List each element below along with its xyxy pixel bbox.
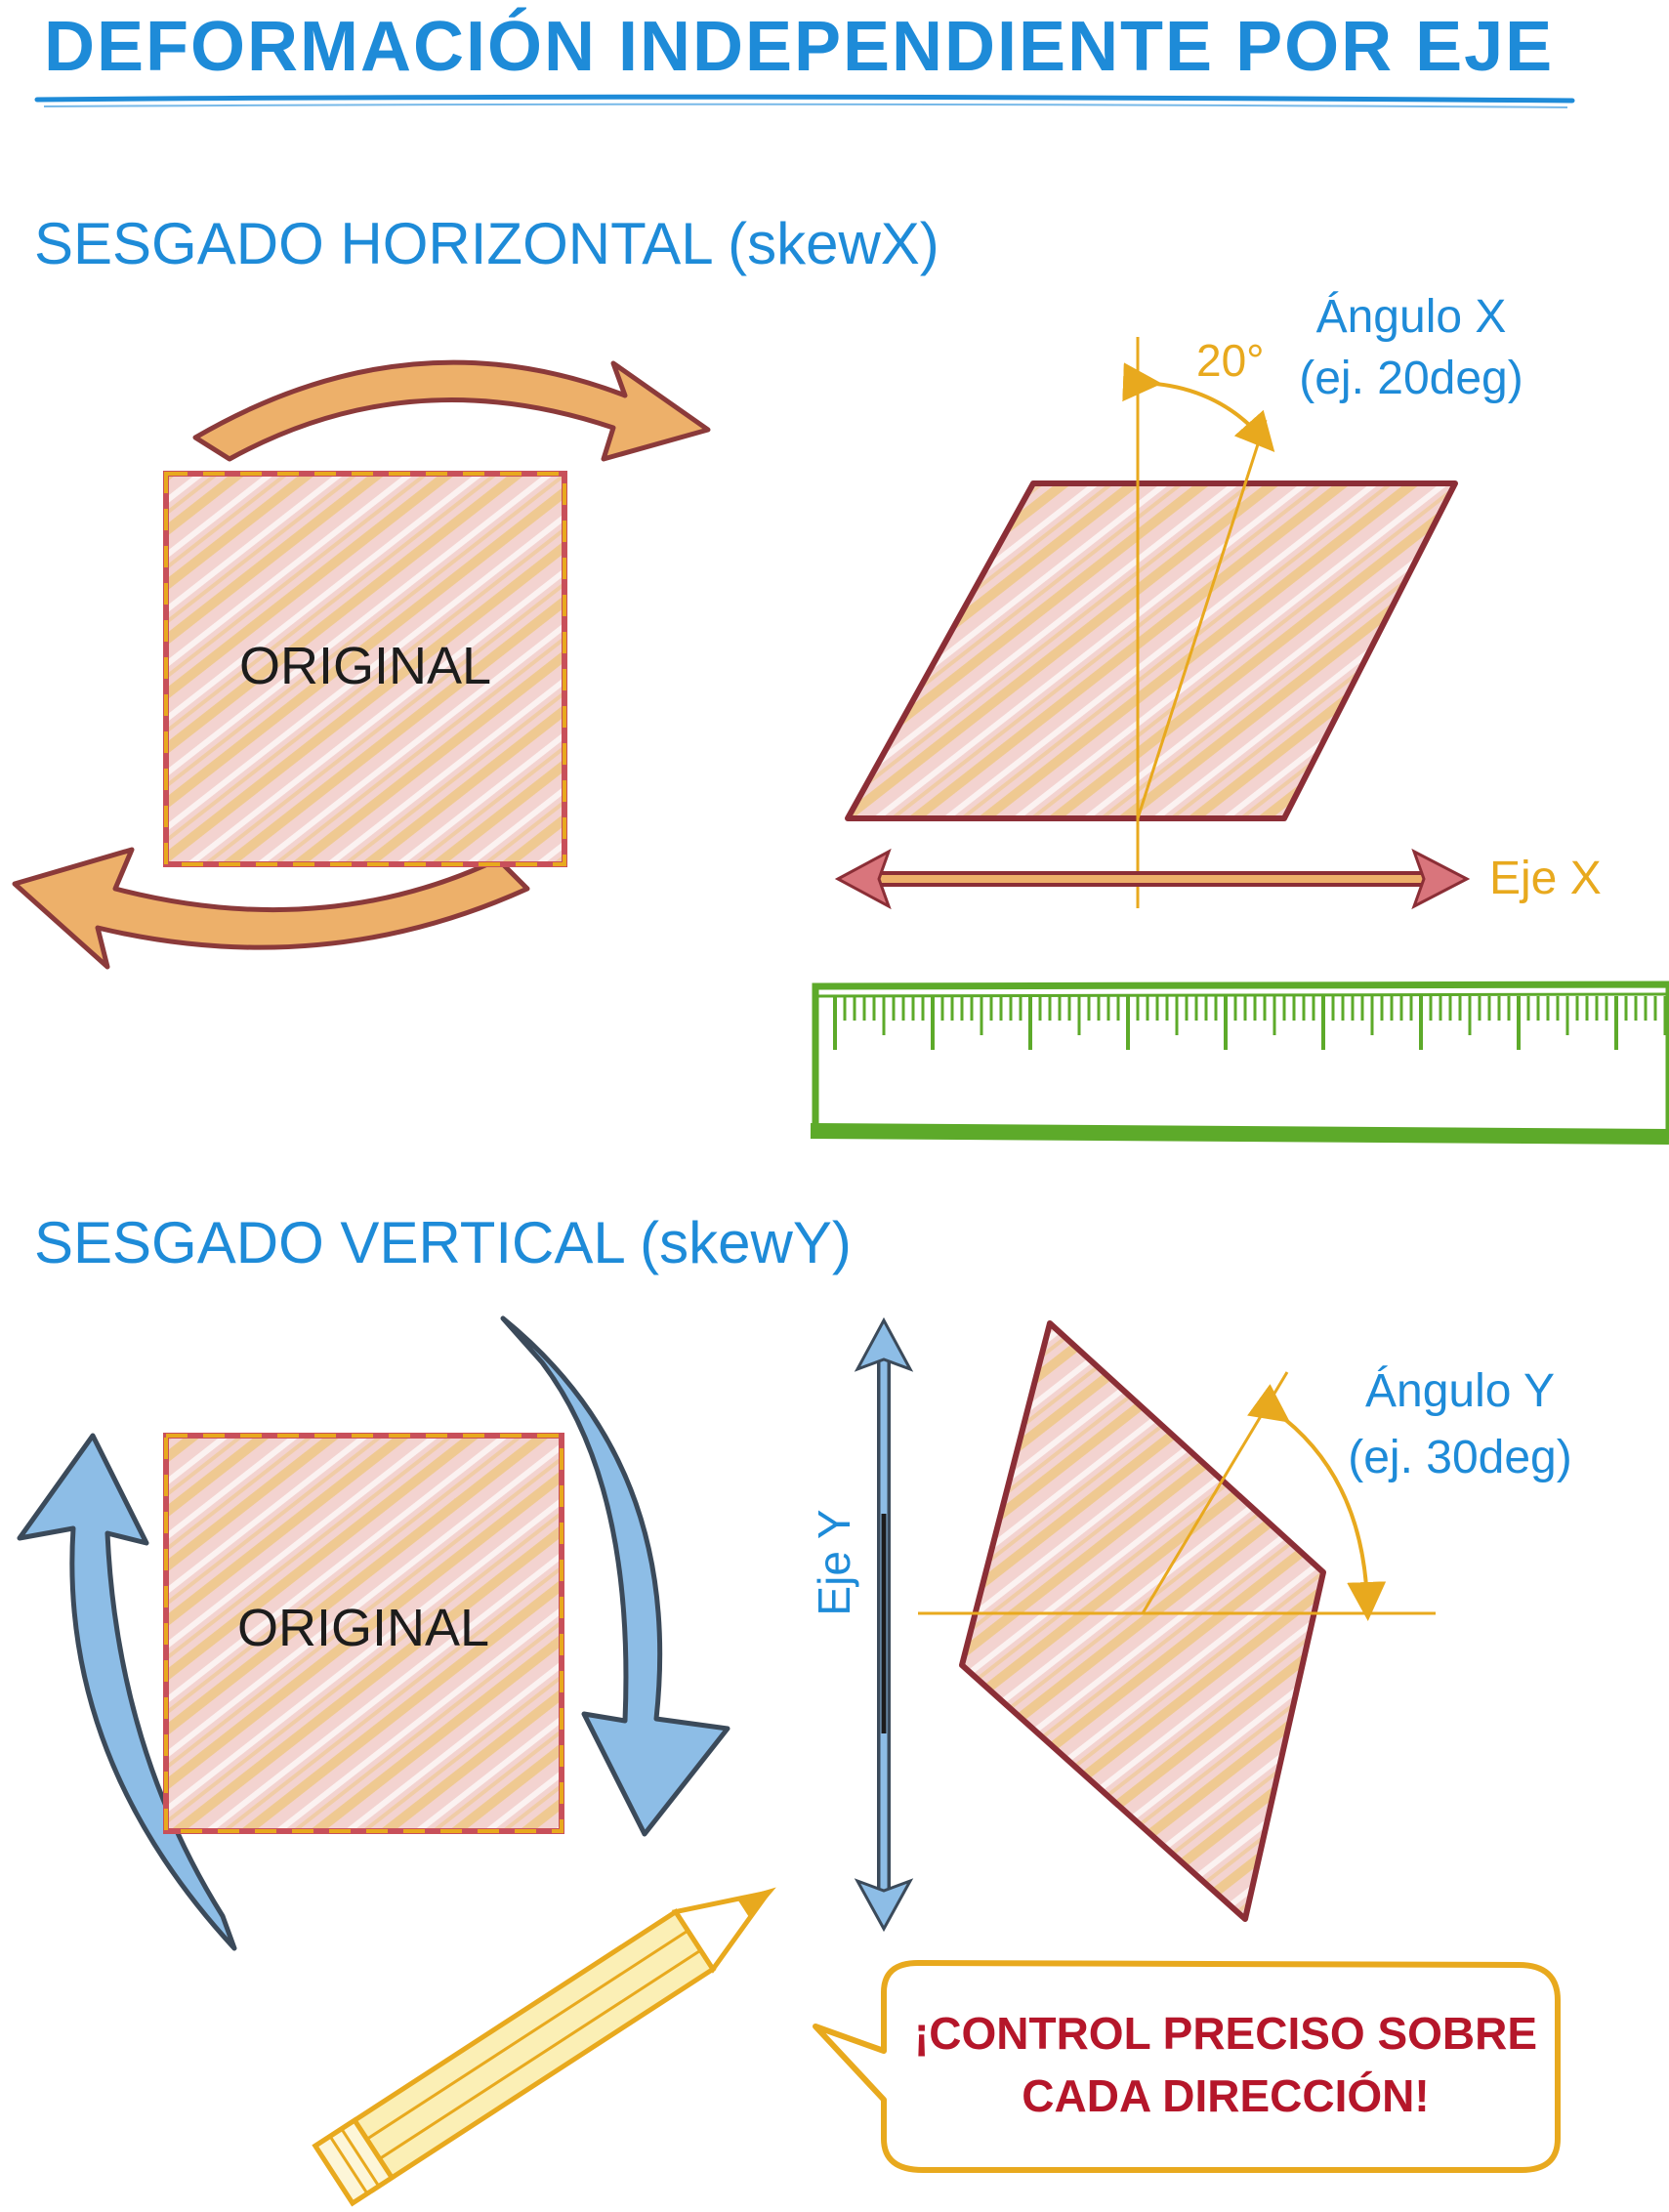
angle-arc-x [1122,362,1275,452]
original-label-y: ORIGINAL [237,1599,489,1657]
y-axis-label: Eje Y [809,1509,859,1615]
pencil-icon [312,1887,776,2207]
skewed-parallelogram-x [845,480,1458,821]
angle-value-x: 20° [1196,335,1265,386]
ruler-icon [810,981,1669,1145]
x-axis-arrow [834,848,1471,910]
title-underline [34,94,1575,104]
angle-label-x-1: Ángulo X [1316,291,1507,343]
curved-arrow-icon [12,847,530,970]
angle-arc-y [1247,1384,1387,1621]
section-skew-x: SESGADO HORIZONTAL (skewX) ORIGINAL 20° … [12,211,1669,1145]
title-underline-2 [43,103,1568,108]
callout-line-1: ¡CONTROL PRECISO SOBRE [914,2008,1537,2059]
skewed-parallelogram-y [959,1320,1326,1922]
skewed-reference-line [1136,419,1268,819]
original-square-y [163,1433,564,1834]
curved-arrow-icon [500,1315,730,1837]
y-axis-arrow [854,1316,914,1933]
speech-bubble-icon [813,1960,1561,2173]
angle-label-y-2: (ej. 30deg) [1348,1432,1571,1483]
original-square-y-dashes [164,1434,563,1833]
section-x-heading: SESGADO HORIZONTAL (skewX) [34,211,939,276]
original-label-x: ORIGINAL [239,637,491,695]
callout-line-2: CADA DIRECCIÓN! [1022,2070,1429,2121]
page-title: DEFORMACIÓN INDEPENDIENTE POR EJE [44,7,1554,86]
original-square-x-dashes [164,472,566,866]
angle-label-y-1: Ángulo Y [1365,1365,1555,1417]
x-axis-label: Eje X [1489,853,1602,904]
curved-arrow-icon [192,359,711,462]
section-skew-y: SESGADO VERTICAL (skewY) ORIGINAL Eje Y … [17,1210,1572,2207]
section-y-heading: SESGADO VERTICAL (skewY) [34,1210,852,1275]
angle-label-x-2: (ej. 20deg) [1299,353,1523,404]
